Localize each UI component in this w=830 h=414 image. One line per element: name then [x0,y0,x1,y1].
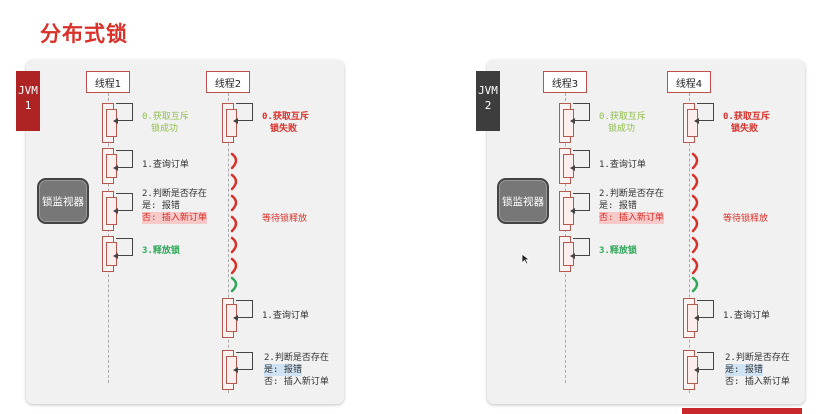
retry-wait-arrows [230,152,238,293]
t2-step1: 1.查询订单 [262,311,309,321]
thread-3-header: 线程3 [543,71,587,93]
t1-step3: 3.释放锁 [142,246,180,256]
t4-step2-line3: 否: 插入新订单 [725,377,790,387]
t1-step2-line3: 否: 插入新订单 [142,212,207,224]
thread-4-lifeline [689,93,690,393]
self-call-arrow [694,352,714,373]
thread-1-header: 线程1 [86,71,130,93]
t3-step2-line1: 2.判断是否存在 [599,189,664,199]
diagram-panel-jvm2 [487,60,805,404]
wait-lock-release: 等待锁释放 [723,214,769,224]
t2-step0-line2: 锁失败 [270,124,298,134]
self-call-arrow [113,103,133,124]
t3-step2-line3: 否: 插入新订单 [599,212,664,224]
thread-2-header: 线程2 [206,71,250,93]
jvm-label: JVM [478,84,498,97]
t2-step2-line2: 是: 报错 [264,364,302,376]
self-call-arrow [694,300,714,321]
activation-bar [683,103,698,143]
activation-bar [102,148,117,184]
t1-step0-line2: 锁成功 [151,124,179,134]
self-call-arrow [233,103,253,124]
diagram-panel-jvm1 [26,60,344,404]
self-call-arrow [113,150,133,171]
self-call-arrow [570,238,590,259]
t4-step0-line1: 0.获取互斥 [723,112,770,122]
self-call-arrow [570,150,590,171]
t2-step2-line3: 否: 插入新订单 [264,377,329,387]
t4-step2-line1: 2.判断是否存在 [725,353,790,363]
t3-step0-line1: 0.获取互斥 [599,112,646,122]
self-call-arrow [233,352,253,373]
self-call-arrow [570,103,590,124]
t1-step1: 1.查询订单 [142,160,189,170]
thread-4-header: 线程4 [667,71,711,93]
t1-step0-line1: 0.获取互斥 [142,112,189,122]
bottom-accent-bar [682,408,802,414]
lock-monitor: 锁监视器 [497,178,549,224]
lock-monitor: 锁监视器 [37,178,89,224]
wait-lock-release: 等待锁释放 [262,214,308,224]
t3-step2-line2: 是: 报错 [599,201,637,211]
t3-step0-line2: 锁成功 [608,124,636,134]
jvm-number: 1 [24,99,32,112]
self-call-arrow [113,238,133,259]
jvm-number: 2 [484,99,492,112]
jvm-label: JVM [18,84,38,97]
thread-2-lifeline [228,93,229,393]
mouse-cursor-icon [521,253,531,265]
t4-step0-line2: 锁失败 [731,124,759,134]
jvm1-badge: JVM 1 [16,71,40,131]
page-title: 分布式锁 [40,22,128,46]
t2-step0-line1: 0.获取互斥 [262,112,309,122]
self-call-arrow [570,193,590,214]
t3-step1: 1.查询订单 [599,160,646,170]
activation-bar [102,191,117,231]
t2-step2-line1: 2.判断是否存在 [264,353,329,363]
t3-step3: 3.释放锁 [599,246,637,256]
retry-wait-arrows [691,152,699,293]
t1-step2-line2: 是: 报错 [142,201,180,211]
t1-step2-line1: 2.判断是否存在 [142,189,207,199]
self-call-arrow [694,103,714,124]
t4-step1: 1.查询订单 [723,311,770,321]
self-call-arrow [113,193,133,214]
jvm2-badge: JVM 2 [476,71,500,131]
t4-step2-line2: 是: 报错 [725,364,763,376]
self-call-arrow [233,300,253,321]
